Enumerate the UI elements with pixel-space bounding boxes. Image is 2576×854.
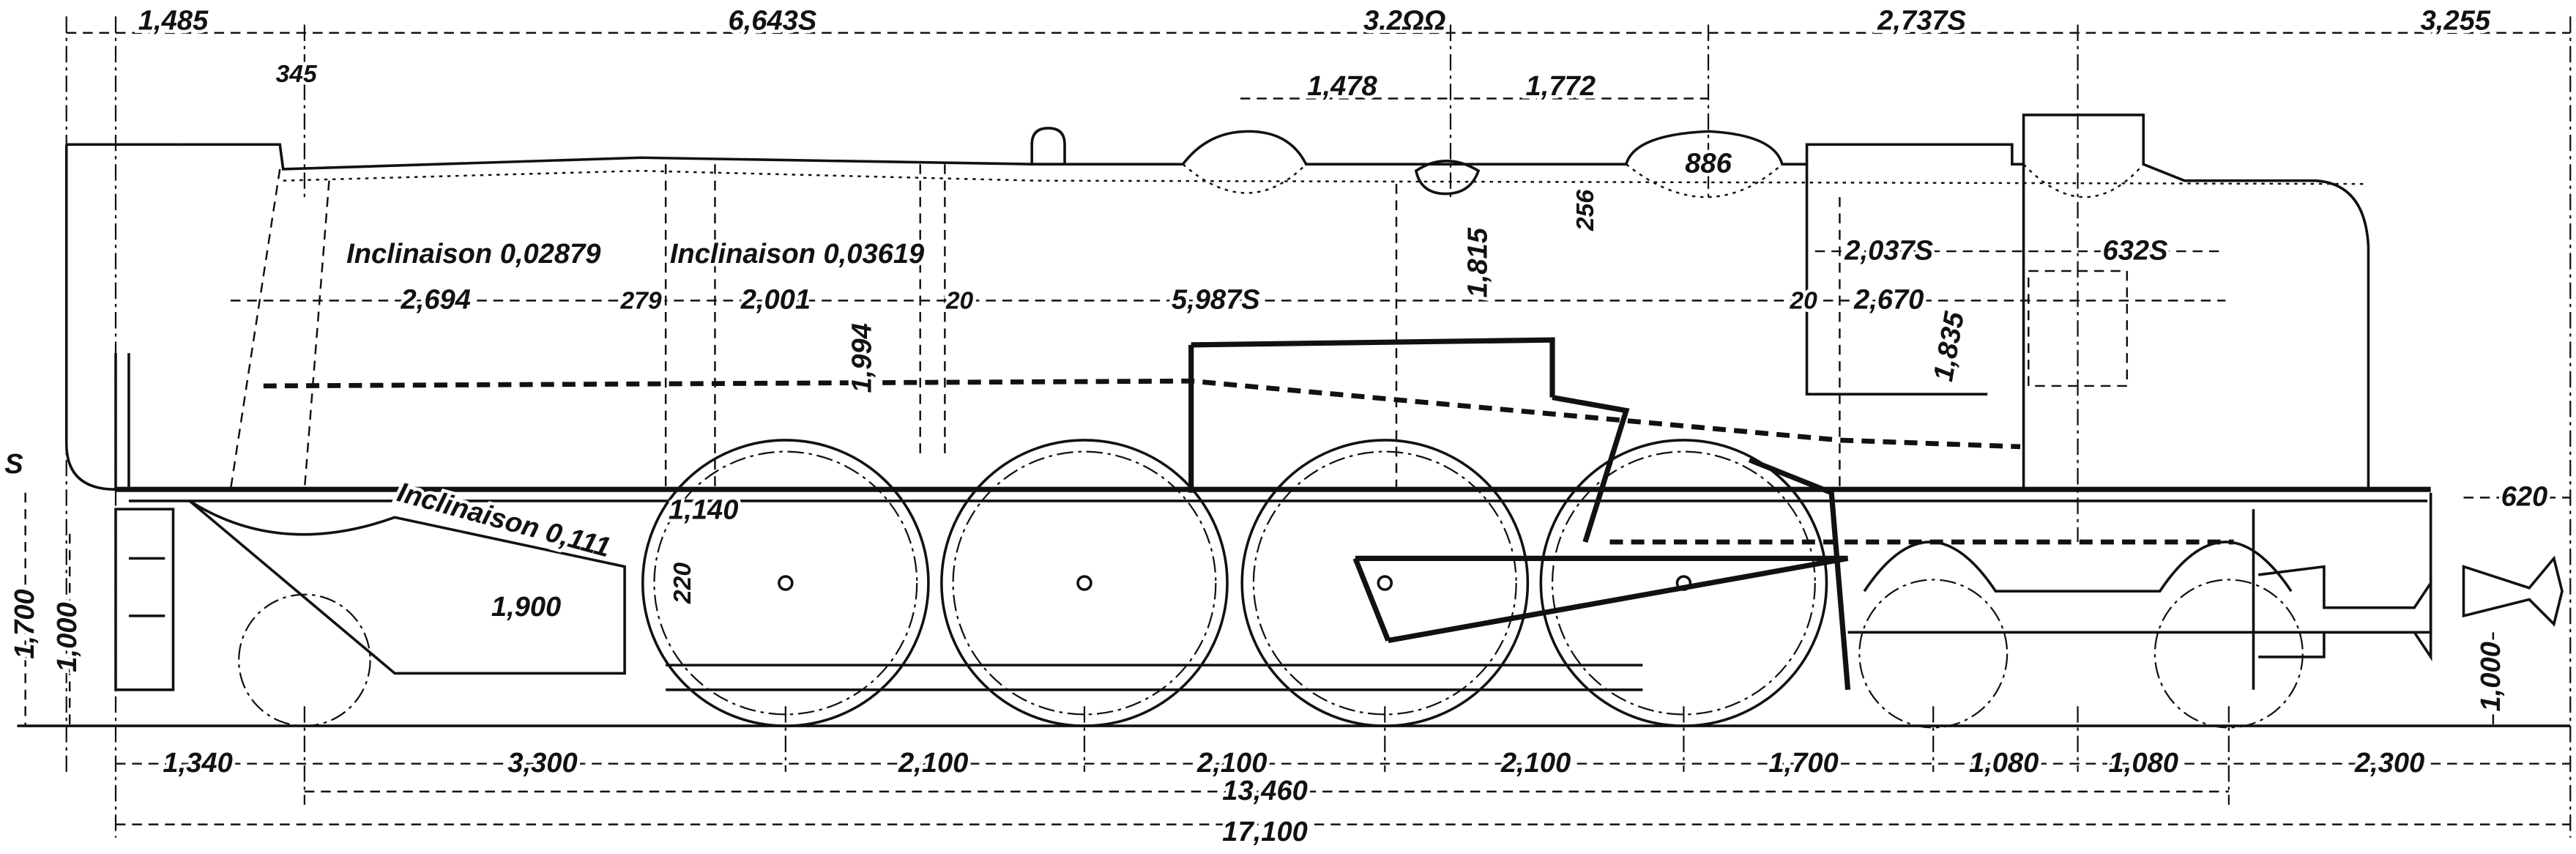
- dimension-label-d2100b: 2,100: [1196, 748, 1267, 779]
- coupler: [2462, 555, 2564, 627]
- whistle: [1414, 159, 1481, 196]
- dimension-label-d1000l: 1,000: [52, 602, 83, 672]
- dimension-lines: [24, 16, 2572, 838]
- driving-wheel-tread: [1551, 450, 1816, 716]
- dimension-label-incl2: Inclinaison 0,03619: [670, 239, 925, 270]
- dimension-label-d6643: 6,643S: [729, 5, 817, 36]
- front-box-stay: [114, 353, 130, 490]
- dimension-label-d1140: 1,140: [669, 495, 738, 526]
- dimension-label-d2300: 2,300: [2354, 748, 2424, 779]
- brake-rigging: [666, 664, 1643, 691]
- dimension-label-d279: 279: [619, 288, 661, 315]
- driving-wheel-tread: [952, 450, 1217, 716]
- dimension-label-d1835: 1,835: [1928, 309, 1970, 384]
- dimension-label-d1080a: 1,080: [1969, 748, 2039, 779]
- dimension-label-d886: 886: [1685, 148, 1732, 179]
- dimension-label-d1080b: 1,080: [2109, 748, 2178, 779]
- dimension-label-d20b: 20: [1789, 288, 1817, 315]
- dome-small: [1030, 127, 1066, 166]
- leading-truck-wheel: [238, 593, 371, 727]
- dimension-label-d1815: 1,815: [1462, 227, 1493, 297]
- dimension-label-d3250: 3.2ΩΩ: [1363, 5, 1446, 36]
- dimension-label-d2001: 2,001: [740, 285, 811, 316]
- dimension-label-d220: 220: [669, 562, 696, 604]
- bogie-frame: [1847, 492, 2432, 634]
- dimension-label-d1000r: 1,000: [2476, 642, 2506, 711]
- driving-wheel: [1240, 439, 1530, 727]
- buffer: [2252, 509, 2432, 690]
- driving-wheel: [1539, 439, 1828, 727]
- dimension-label-d2670: 2,670: [1853, 285, 1924, 316]
- wheel-hub: [1377, 575, 1393, 591]
- dimension-label-d3255: 3,255: [2421, 5, 2491, 36]
- dimension-label-d1478: 1,478: [1307, 71, 1377, 102]
- trailing-bogie-wheel: [1858, 579, 2009, 729]
- dimension-label-d13460: 13,460: [1222, 776, 1308, 806]
- dome-bases: [1182, 163, 2145, 198]
- wheel-hub: [1076, 575, 1092, 591]
- dimension-label-s: S: [4, 449, 23, 480]
- hidden-structure-lines: [229, 164, 1841, 490]
- dimension-label-d620: 620: [2501, 482, 2548, 513]
- dimension-label-d5987: 5,987S: [1172, 285, 1260, 316]
- dimension-label-d1994: 1,994: [846, 323, 877, 393]
- dimension-label-d1700: 1,700: [1768, 748, 1838, 779]
- dimension-label-d3300: 3,300: [507, 748, 577, 779]
- driving-wheel: [940, 439, 1229, 727]
- dimension-label-d2694: 2,694: [401, 285, 471, 316]
- wheel-hub: [778, 575, 794, 591]
- driving-wheel-tread: [1252, 450, 1517, 716]
- smokebox: [1805, 164, 2025, 490]
- driving-wheel-tread: [653, 450, 918, 716]
- dimension-label-d17100: 17,100: [1222, 817, 1308, 847]
- front-box: [64, 143, 182, 491]
- boiler-inner-line: [283, 169, 2365, 185]
- dimension-label-d345: 345: [276, 61, 318, 88]
- dimension-label-d1772: 1,772: [1526, 71, 1596, 102]
- reverse-rod: [263, 378, 2021, 450]
- locomotive-body: [17, 114, 2571, 729]
- dimension-label-d2737: 2,737S: [1877, 5, 1966, 36]
- driving-wheel: [641, 439, 930, 727]
- dimension-label-d1340: 1,340: [163, 748, 232, 779]
- dimension-label-d2100c: 2,100: [1500, 748, 1571, 779]
- valve-gear: [1188, 337, 1851, 691]
- wheel-hub: [1675, 575, 1692, 591]
- dimension-label-d2100a: 2,100: [898, 748, 968, 779]
- dimension-label-d1485: 1,485: [138, 5, 209, 36]
- dimension-label-d2037: 2,037S: [1844, 235, 1933, 266]
- dimension-label-d632: 632S: [2103, 235, 2169, 266]
- trailing-bogie-wheel: [2154, 579, 2304, 729]
- dimension-label-d1900: 1,900: [491, 592, 561, 623]
- driving-wheels: [238, 439, 2304, 729]
- dimension-label-d20a: 20: [945, 288, 974, 315]
- dimension-label-incl1: Inclinaison 0,02879: [346, 239, 601, 270]
- dimension-label-d256: 256: [1572, 190, 1599, 231]
- dimension-label-d1700h: 1,700: [10, 589, 40, 658]
- leading-truck-frame: [188, 500, 626, 675]
- left-buffer-beam: [114, 508, 175, 691]
- boiler-outline: [181, 114, 2370, 490]
